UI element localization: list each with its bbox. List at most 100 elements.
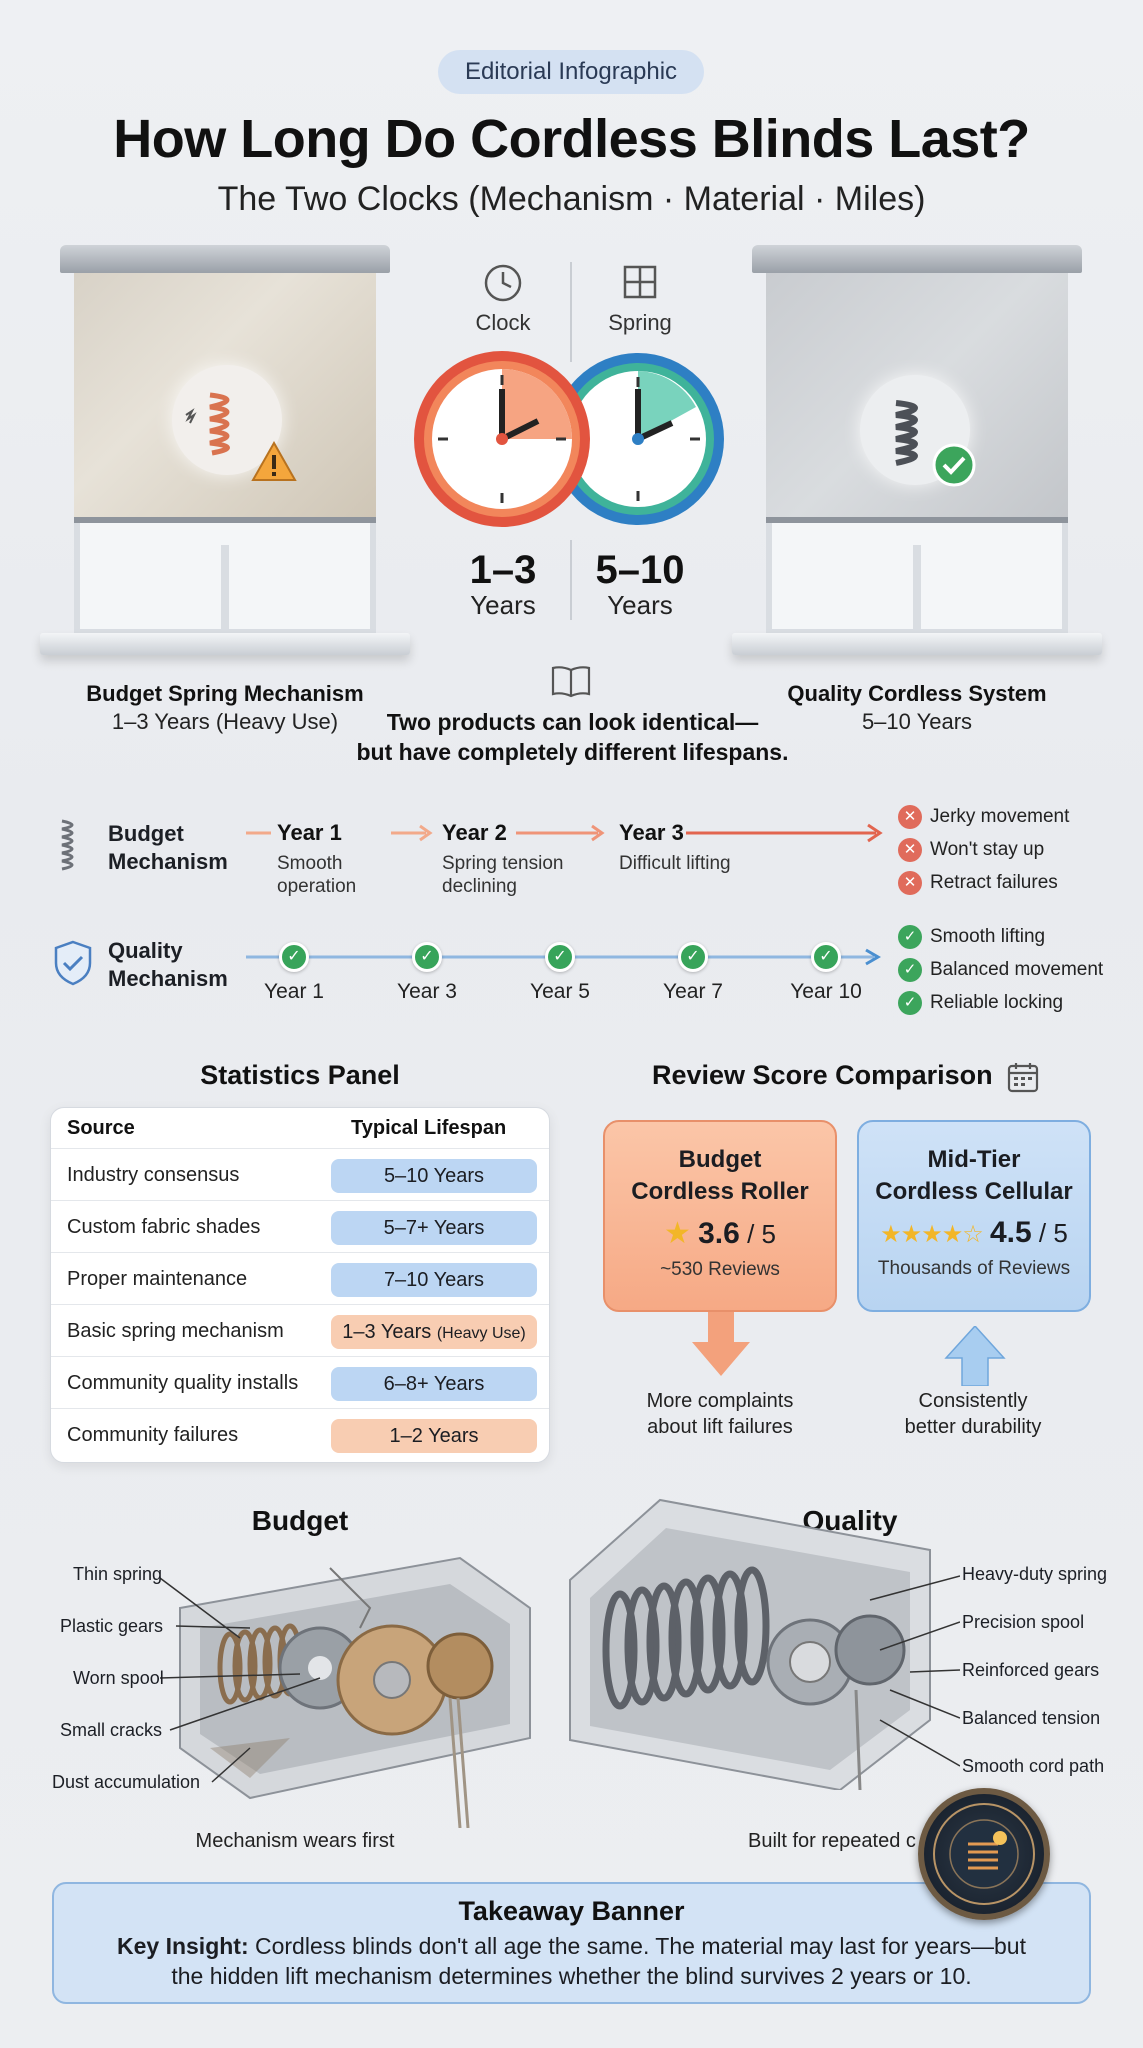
review-panel-title: Review Score Comparison xyxy=(652,1060,993,1090)
table-row: Community quality installs 6–8+ Years xyxy=(51,1356,549,1408)
budget-stage-desc: Difficult lifting xyxy=(619,853,731,874)
x-icon: ✕ xyxy=(898,871,922,895)
table-row: Industry consensus 5–10 Years xyxy=(51,1148,549,1200)
note-line-1: Two products can look identical— xyxy=(386,709,759,735)
budget-years-range: 1–3 xyxy=(469,548,537,592)
quality-callout: Reinforced gears xyxy=(962,1660,1100,1680)
check-icon: ✓ xyxy=(898,991,922,1015)
budget-years-unit: Years xyxy=(470,590,536,620)
quality-callout: Smooth cord path xyxy=(962,1756,1105,1776)
budget-window-title: Budget Spring Mechanism xyxy=(86,681,364,706)
quality-outcome-text: Balanced movement xyxy=(930,959,1104,980)
stat-lifespan-cell: 1–3 Years (Heavy Use) xyxy=(331,1315,537,1349)
stat-lifespan-note: (Heavy Use) xyxy=(436,1325,526,1342)
budget-callout: Thin spring xyxy=(73,1564,163,1584)
budget-window-illustration xyxy=(40,245,410,655)
stat-lifespan: 5–7+ Years xyxy=(331,1211,537,1245)
quality-outcome-item: ✓ Balanced movement xyxy=(898,955,1138,985)
mid-score-max: / 5 xyxy=(1038,1218,1068,1248)
check-dot-icon: ✓ xyxy=(545,942,575,972)
budget-timeline-arrow xyxy=(246,818,886,853)
stats-col-source: Source xyxy=(67,1117,135,1139)
stat-lifespan: 1–2 Years xyxy=(331,1419,537,1453)
quality-cutaway-caption: Built for repeated c xyxy=(748,1830,916,1852)
clock-header-icon xyxy=(482,262,524,309)
quality-window-illustration xyxy=(732,245,1102,655)
stat-source: Custom fabric shades xyxy=(67,1216,261,1238)
budget-review-count: ~530 Reviews xyxy=(660,1259,780,1280)
budget-outcome-text: Jerky movement xyxy=(930,806,1070,827)
table-row: Custom fabric shades 5–7+ Years xyxy=(51,1200,549,1252)
budget-cutaway-title: Budget xyxy=(251,1505,349,1536)
check-icon: ✓ xyxy=(898,958,922,982)
table-row: Basic spring mechanism 1–3 Years (Heavy … xyxy=(51,1304,549,1356)
quality-outcome-text: Reliable locking xyxy=(930,992,1064,1013)
mid-review-count: Thousands of Reviews xyxy=(877,1258,1071,1279)
editorial-pill: Editorial Infographic xyxy=(438,50,704,94)
quality-callout: Heavy-duty spring xyxy=(962,1564,1108,1584)
clock-label: Clock xyxy=(475,310,531,335)
budget-callout: Small cracks xyxy=(60,1720,163,1740)
two-clocks-illustration xyxy=(410,345,740,540)
quality-year-label: Year 10 xyxy=(790,980,862,1003)
calendar-icon xyxy=(1006,1060,1040,1099)
check-dot-icon: ✓ xyxy=(678,942,708,972)
budget-mech-label-2: Mechanism xyxy=(108,849,228,874)
warning-icon xyxy=(250,440,298,489)
budget-cutaway-caption: Mechanism wears first xyxy=(195,1830,395,1852)
mid-note-1: Consistently xyxy=(918,1390,1028,1412)
stat-lifespan: 5–10 Years xyxy=(331,1159,537,1193)
quality-year-label: Year 7 xyxy=(663,980,723,1003)
quality-callout: Precision spool xyxy=(962,1612,1085,1632)
stat-source: Industry consensus xyxy=(67,1164,240,1186)
budget-stage-desc: Spring tension xyxy=(442,853,564,874)
stat-lifespan: 1–3 Years xyxy=(342,1321,432,1343)
takeaway-line-1: Cordless blinds don't all age the same. … xyxy=(248,1933,1026,1959)
takeaway-title: Takeaway Banner xyxy=(458,1896,685,1926)
book-icon xyxy=(550,664,592,703)
budget-callout: Plastic gears xyxy=(60,1616,164,1636)
spring-label: Spring xyxy=(608,310,672,335)
budget-callout: Worn spool xyxy=(73,1668,164,1688)
down-arrow-icon xyxy=(688,1312,754,1383)
quality-mech-label-1: Quality xyxy=(108,938,183,963)
mid-note-2: better durability xyxy=(904,1416,1042,1438)
quality-window-title: Quality Cordless System xyxy=(787,681,1047,706)
stats-panel-title: Statistics Panel xyxy=(200,1060,400,1090)
stat-source: Basic spring mechanism xyxy=(67,1320,284,1342)
quality-outcome-item: ✓ Reliable locking xyxy=(898,988,1138,1018)
page-title: How Long Do Cordless Blinds Last? xyxy=(113,109,1030,169)
quality-year-label: Year 5 xyxy=(530,980,590,1003)
budget-review-card: Budget Cordless Roller ★ 3.6 / 5 ~530 Re… xyxy=(603,1120,837,1312)
shield-check-icon xyxy=(52,939,94,992)
x-icon: ✕ xyxy=(898,805,922,829)
quality-mechanism-cutaway xyxy=(560,1490,940,1795)
mid-review-card: Mid-Tier Cordless Cellular ★★★★☆ 4.5 / 5… xyxy=(857,1120,1091,1312)
budget-outcome-item: ✕Won't stay up xyxy=(898,835,1138,865)
check-dot-icon: ✓ xyxy=(412,942,442,972)
star-rating-icon: ★★★★☆ xyxy=(880,1221,984,1248)
budget-window-sub: 1–3 Years (Heavy Use) xyxy=(111,709,339,734)
budget-score-max: / 5 xyxy=(747,1219,776,1249)
quality-callout: Balanced tension xyxy=(962,1708,1101,1728)
check-dot-icon: ✓ xyxy=(279,942,309,972)
stats-col-lifespan: Typical Lifespan xyxy=(351,1117,507,1139)
takeaway-line-2: the hidden lift mechanism determines whe… xyxy=(171,1963,972,1989)
star-icon: ★ xyxy=(663,1217,691,1250)
grid-icon xyxy=(622,264,658,305)
budget-mech-label-1: Budget xyxy=(108,821,184,846)
broken-spring-icon xyxy=(172,365,282,475)
budget-score-value: 3.6 xyxy=(698,1217,740,1250)
stat-source: Community failures xyxy=(67,1424,239,1446)
stat-source: Proper maintenance xyxy=(67,1268,248,1290)
budget-callout-lines xyxy=(159,1568,360,1803)
stats-table: Source Typical Lifespan Industry consens… xyxy=(50,1107,550,1463)
budget-note-1: More complaints xyxy=(646,1390,794,1412)
brand-seal-logo xyxy=(918,1788,1050,1920)
budget-stage-desc: operation xyxy=(277,876,357,897)
note-line-2: but have completely different lifespans. xyxy=(356,739,789,765)
mid-card-title-2: Cordless Cellular xyxy=(875,1178,1073,1205)
quality-year-label: Year 3 xyxy=(397,980,457,1003)
x-icon: ✕ xyxy=(898,838,922,862)
page-subtitle: The Two Clocks (Mechanism · Material · M… xyxy=(217,180,926,218)
